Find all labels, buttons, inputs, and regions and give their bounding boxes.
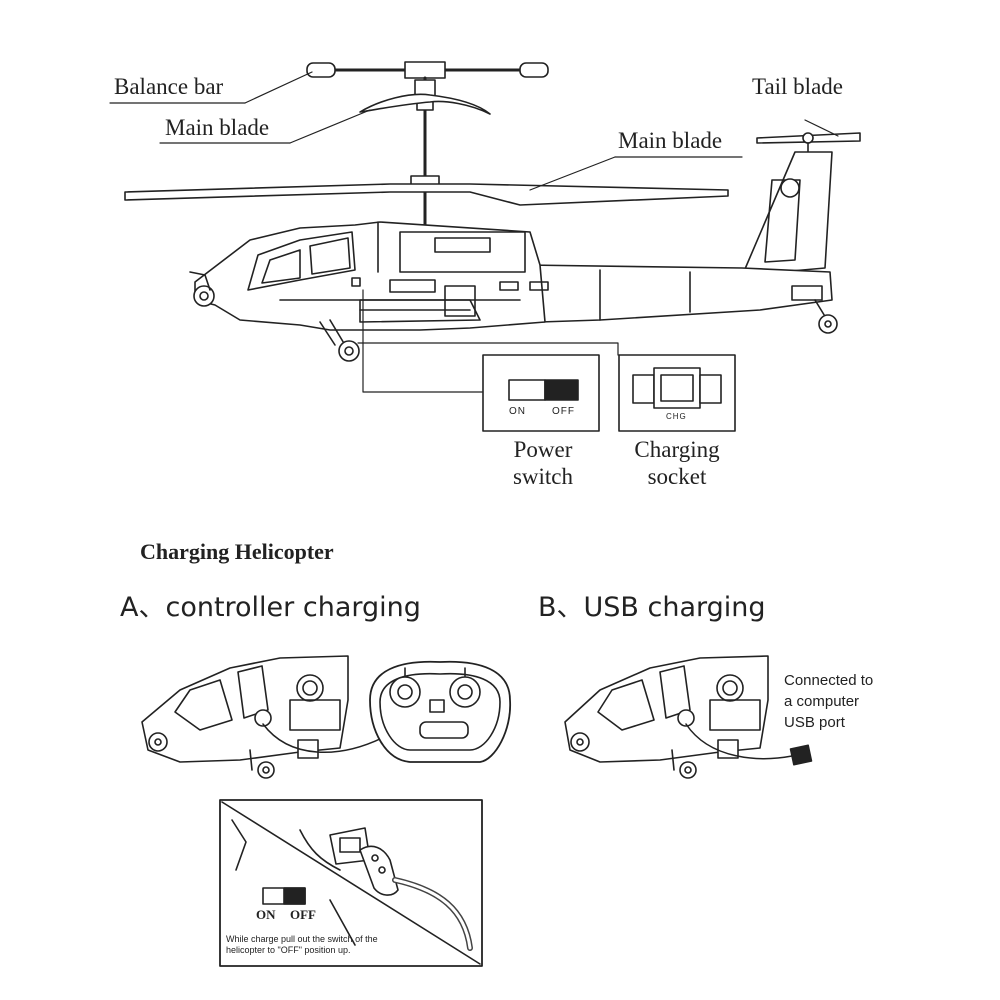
usb-port-note: Connected to a computer USB port	[784, 672, 874, 731]
usb-charging-illustration	[564, 655, 813, 779]
inset-on-label: ON	[256, 907, 276, 922]
section-b-title: B、USB charging	[538, 592, 766, 623]
main-blade-label-upper: Main blade	[165, 115, 270, 140]
main-landing-gear	[319, 319, 360, 362]
switch-off-label: OFF	[552, 406, 575, 417]
tail-blade-label: Tail blade	[752, 74, 843, 99]
inset-warning-note: While charge pull out the switch of the …	[226, 934, 378, 955]
upper-main-blade	[359, 93, 491, 115]
lower-main-blade	[124, 183, 729, 206]
power-switch-diagram	[482, 354, 600, 432]
inset-off-label: OFF	[290, 907, 316, 922]
switch-on-label: ON	[509, 406, 526, 417]
charging-socket-label: Charging socket	[634, 437, 720, 489]
section-a-title: A、controller charging	[120, 592, 421, 623]
tail-rotor	[756, 132, 861, 156]
controller-charging-illustration	[141, 655, 511, 779]
remote-controller	[369, 660, 511, 763]
tail-boom	[524, 264, 833, 323]
helicopter-side-view	[124, 61, 861, 362]
helicopter-front-b	[564, 655, 769, 779]
usb-plug	[789, 744, 813, 766]
nose-sensor	[193, 285, 215, 307]
canopy	[247, 231, 356, 291]
charging-socket-diagram	[618, 354, 736, 432]
tail-fin	[741, 151, 833, 277]
callout-leaders	[109, 71, 839, 393]
chg-label: CHG	[666, 412, 687, 421]
charging-section-title: Charging Helicopter	[140, 539, 334, 564]
helicopter-front-a	[141, 655, 349, 779]
balance-bar-label: Balance bar	[114, 74, 224, 99]
tail-wheel	[814, 299, 838, 334]
charging-closeup-inset	[219, 799, 483, 967]
main-blade-label-lower: Main blade	[618, 128, 723, 153]
balance-bar	[306, 61, 549, 79]
power-switch-label: Power switch	[512, 437, 574, 489]
